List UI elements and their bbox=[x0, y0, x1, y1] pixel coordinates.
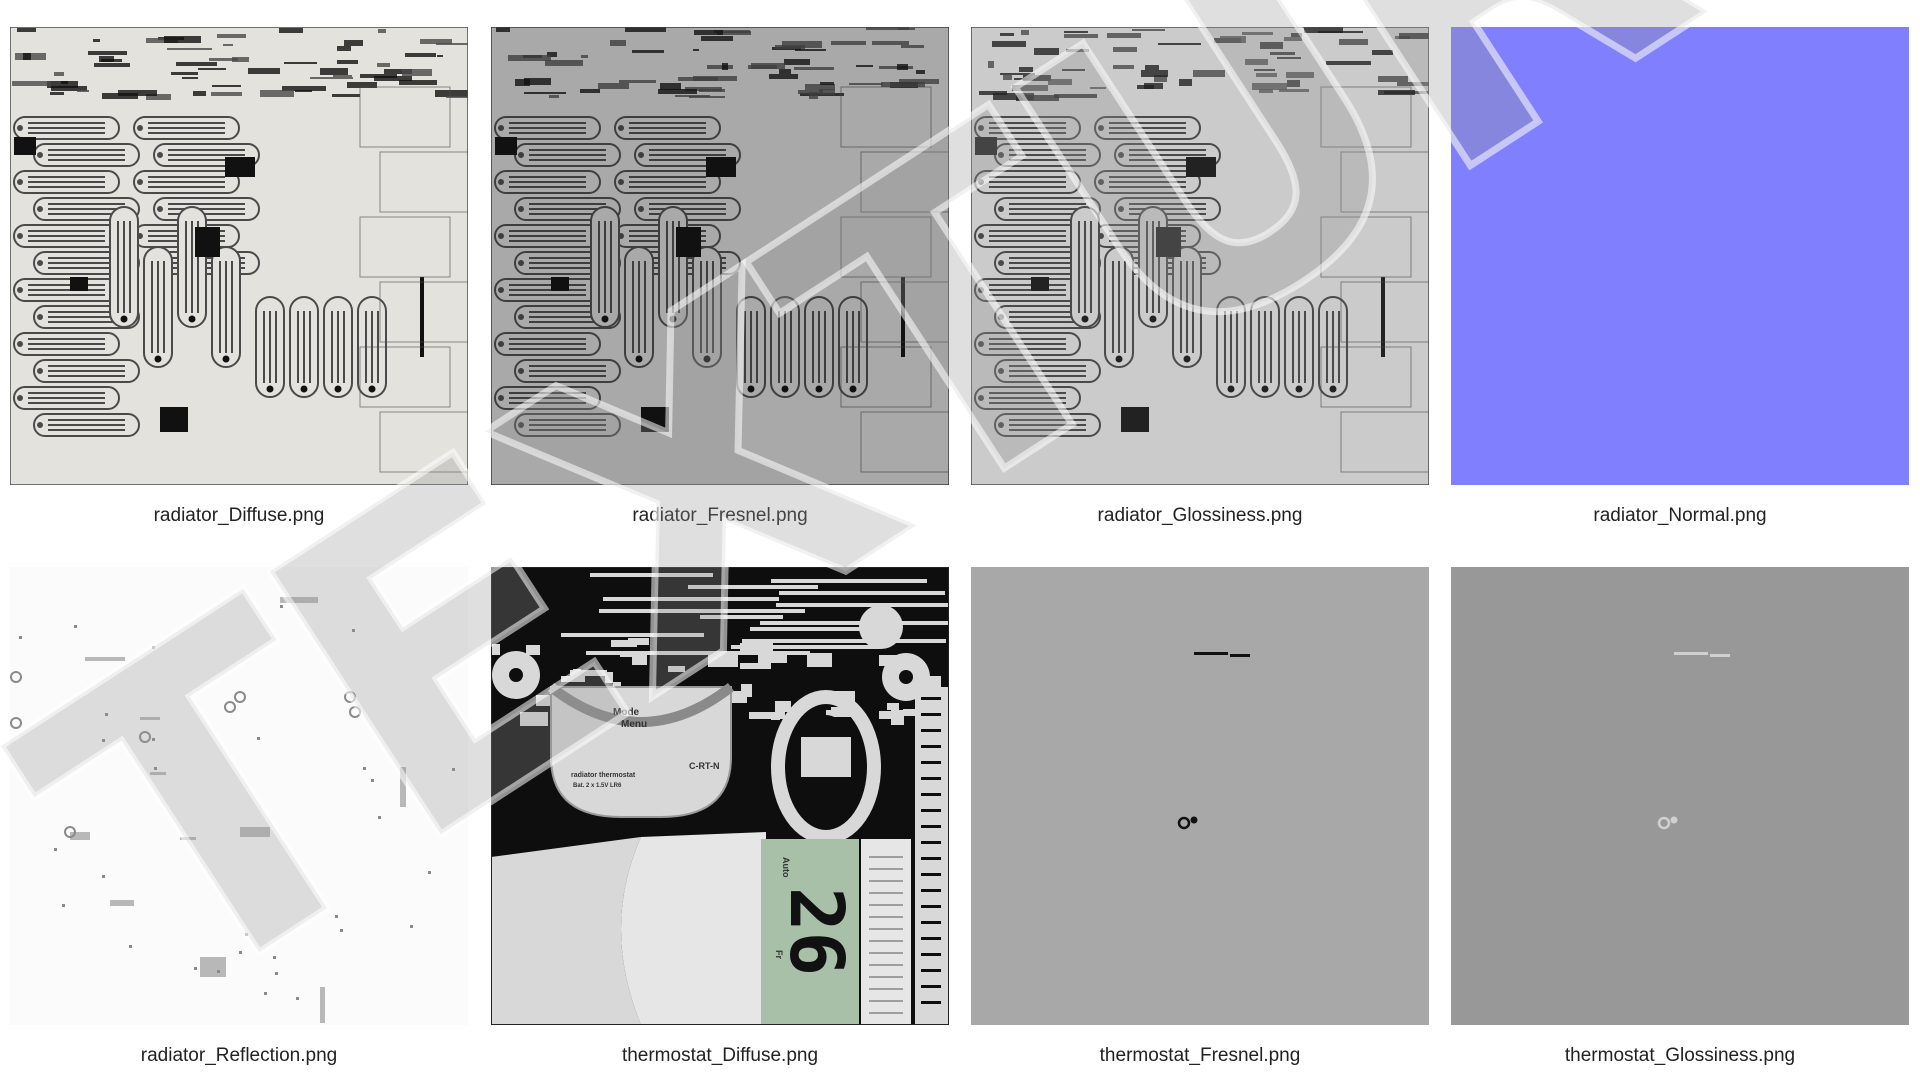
texture-tile[interactable]: radiator_Reflection.png bbox=[10, 567, 468, 1067]
texture-tile[interactable]: radiator_Fresnel.png bbox=[491, 27, 949, 527]
texture-tile[interactable]: radiator_Normal.png bbox=[1451, 27, 1909, 527]
texture-tile[interactable]: thermostat_Glossiness.png bbox=[1451, 567, 1909, 1067]
texture-tile[interactable]: radiator_Diffuse.png bbox=[10, 27, 468, 527]
texture-thumbnail[interactable] bbox=[10, 567, 468, 1025]
texture-thumbnail[interactable] bbox=[1451, 27, 1909, 485]
texture-filename: thermostat_Fresnel.png bbox=[1099, 1045, 1301, 1066]
texture-thumbnail[interactable] bbox=[971, 27, 1429, 485]
texture-image bbox=[1451, 27, 1909, 485]
texture-tile[interactable]: thermostat_Fresnel.png bbox=[971, 567, 1429, 1067]
texture-filename: radiator_Glossiness.png bbox=[1097, 505, 1303, 526]
texture-filename: thermostat_Glossiness.png bbox=[1564, 1045, 1796, 1066]
brand-label: radiator thermostat bbox=[571, 772, 636, 779]
texture-filename: thermostat_Diffuse.png bbox=[621, 1045, 819, 1066]
battery-label: Bat. 2 x 1.5V LR6 bbox=[573, 783, 622, 789]
texture-thumbnail[interactable] bbox=[491, 27, 949, 485]
menu-label: Menu bbox=[621, 719, 647, 730]
texture-image bbox=[10, 567, 468, 1025]
texture-tile[interactable]: radiator_Glossiness.png bbox=[971, 27, 1429, 527]
texture-filename: radiator_Diffuse.png bbox=[153, 505, 325, 526]
texture-filename: radiator_Reflection.png bbox=[140, 1045, 338, 1066]
mode-label: Mode bbox=[613, 707, 640, 718]
texture-thumbnail[interactable] bbox=[10, 27, 468, 485]
texture-image bbox=[491, 27, 949, 485]
texture-thumbnail[interactable] bbox=[971, 567, 1429, 1025]
texture-image bbox=[971, 27, 1429, 485]
texture-filename: radiator_Fresnel.png bbox=[632, 505, 808, 526]
lcd-day-label: Fr bbox=[774, 950, 784, 959]
texture-image bbox=[10, 27, 468, 485]
texture-filename: radiator_Normal.png bbox=[1593, 505, 1767, 526]
texture-image bbox=[971, 567, 1429, 1025]
texture-image bbox=[1451, 567, 1909, 1025]
model-label: C-RT-N bbox=[689, 761, 720, 771]
texture-thumbnail[interactable] bbox=[1451, 567, 1909, 1025]
lcd-digits: 26 bbox=[773, 887, 859, 976]
lcd-mode-label: Auto bbox=[781, 857, 791, 878]
